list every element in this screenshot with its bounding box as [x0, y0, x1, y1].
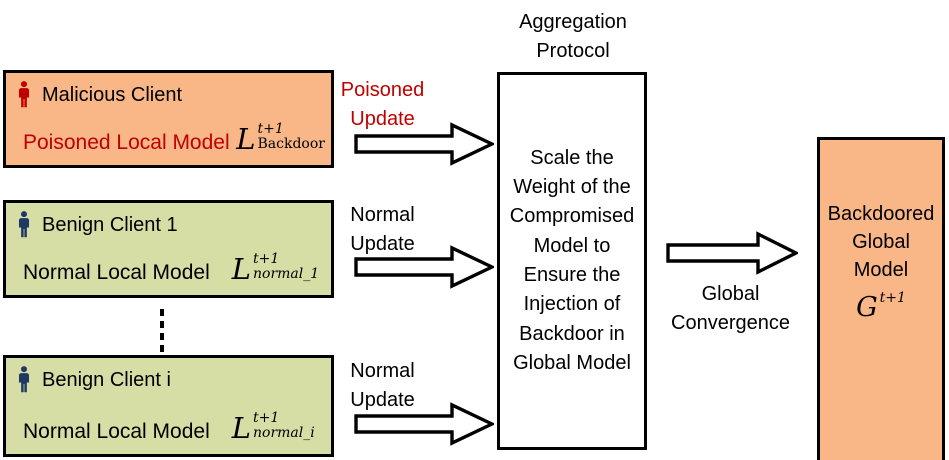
benign-client-1-box: Benign Client 1 Normal Local Model L t+1… [3, 200, 334, 298]
normal-model-i-label: Normal Local Model [23, 419, 210, 443]
poisoned-model-math: L t+1 Backdoor [236, 120, 325, 156]
normal-update-i-arrow [354, 402, 494, 446]
benign-client-i-box: Benign Client i Normal Local Model L t+1… [3, 355, 334, 457]
aggregation-protocol-description: Scale the Weight of the Compromised Mode… [509, 146, 635, 374]
normal-model-1-math: L t+1 normal_1 [231, 250, 320, 286]
global-convergence-arrow [666, 231, 798, 275]
backdoored-global-model-box: Backdoored Global Model G t+1 [817, 137, 945, 460]
normal-model-i-math: L t+1 normal_i [231, 409, 315, 445]
normal-model-1-label: Normal Local Model [23, 260, 210, 284]
normal-model-i-row: Normal Local Model L t+1 normal_i [6, 409, 331, 454]
malicious-client-label: Malicious Client [42, 83, 183, 106]
poisoned-model-row: Poisoned Local Model L t+1 Backdoor [6, 120, 331, 165]
benign-client-i-label: Benign Client i [42, 368, 171, 391]
normal-update-i-label: Normal Update [350, 360, 415, 411]
normal-update-1-arrow [354, 245, 494, 289]
person-icon [18, 366, 30, 393]
malicious-client-box: Malicious Client Poisoned Local Model L … [3, 70, 334, 168]
normal-update-1-label: Normal Update [350, 204, 415, 255]
benign-client-i-header: Benign Client i [6, 358, 331, 393]
aggregation-protocol-title: Aggregation Protocol [519, 11, 627, 62]
poisoned-update-label: Poisoned Update [340, 79, 425, 130]
malicious-client-header: Malicious Client [6, 73, 331, 108]
backdoored-global-model-label: Backdoored Global Model [827, 203, 935, 281]
person-icon [18, 211, 30, 238]
poisoned-update-arrow [354, 122, 494, 166]
poisoned-model-label: Poisoned Local Model [23, 130, 230, 154]
normal-model-1-row: Normal Local Model L t+1 normal_1 [6, 250, 331, 295]
global-model-math: G t+1 [856, 290, 906, 323]
aggregation-protocol-box: Scale the Weight of the Compromised Mode… [497, 72, 647, 450]
global-convergence-label: Global Convergence [671, 283, 790, 334]
benign-client-1-label: Benign Client 1 [42, 213, 178, 236]
person-icon [18, 81, 30, 108]
benign-client-1-header: Benign Client 1 [6, 203, 331, 238]
ellipsis-dots [160, 309, 164, 354]
